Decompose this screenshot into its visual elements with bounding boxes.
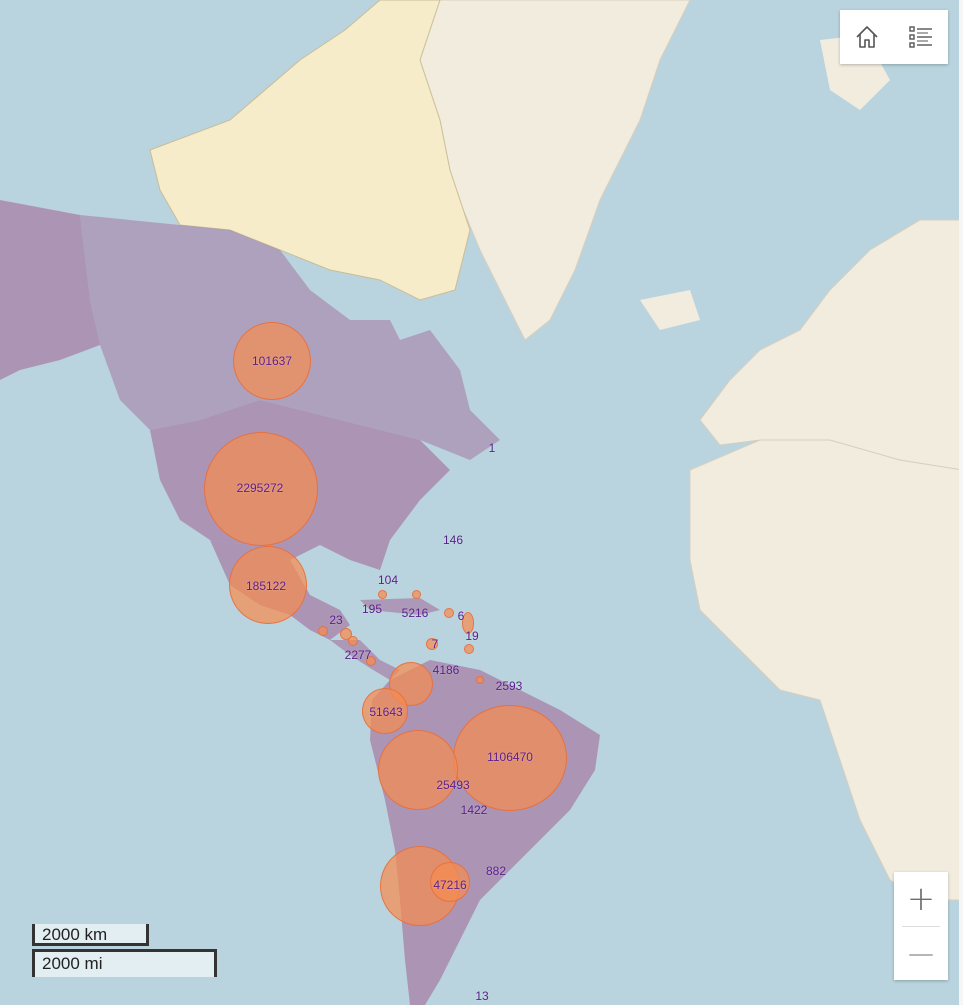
bubble-canada[interactable] bbox=[233, 322, 311, 400]
value-label: 4186 bbox=[432, 663, 460, 677]
legend-list-icon bbox=[909, 26, 932, 48]
value-label: 101637 bbox=[251, 354, 293, 368]
bubble-small[interactable] bbox=[366, 656, 376, 666]
value-label: 195 bbox=[361, 602, 383, 616]
value-label: 23 bbox=[329, 613, 343, 627]
bubble-small[interactable] bbox=[476, 676, 484, 684]
bubble-small[interactable] bbox=[444, 608, 454, 618]
zoom-divider bbox=[902, 926, 940, 927]
value-label: 5216 bbox=[401, 606, 429, 620]
bubble-small[interactable] bbox=[426, 638, 438, 650]
scale-mi-label: 2000 mi bbox=[32, 949, 217, 977]
bubble-small[interactable] bbox=[378, 590, 387, 599]
value-label: 13 bbox=[475, 989, 489, 1003]
bubble-small[interactable] bbox=[412, 590, 421, 599]
value-label: 2277 bbox=[344, 648, 372, 662]
bubble-ecuador[interactable] bbox=[362, 688, 408, 734]
value-label: 882 bbox=[485, 864, 507, 878]
bubble-usa[interactable] bbox=[204, 432, 318, 546]
value-label: 25493 bbox=[436, 778, 470, 792]
map-toolbar bbox=[840, 10, 948, 64]
bubble-small[interactable] bbox=[318, 626, 328, 636]
value-label: 47216 bbox=[433, 878, 467, 892]
value-label: 1422 bbox=[460, 803, 488, 817]
bubble-small[interactable] bbox=[348, 636, 358, 646]
value-label: 19 bbox=[465, 629, 479, 643]
bubble-peru[interactable] bbox=[378, 730, 458, 810]
bubble-argentina-small[interactable] bbox=[430, 862, 470, 902]
value-label: 51643 bbox=[369, 705, 403, 719]
zoom-out-button[interactable]: — bbox=[908, 939, 934, 969]
value-label: 2295272 bbox=[236, 481, 284, 495]
frame-edge bbox=[959, 0, 963, 1005]
legend-button[interactable] bbox=[894, 10, 948, 64]
home-button[interactable] bbox=[840, 10, 894, 64]
home-icon bbox=[856, 26, 878, 48]
bubble-mexico[interactable] bbox=[229, 546, 307, 624]
value-label: 6 bbox=[457, 609, 465, 623]
value-label: 1 bbox=[488, 441, 496, 455]
zoom-control: + — bbox=[894, 872, 948, 980]
value-label: 1106470 bbox=[487, 750, 533, 764]
value-label: 185122 bbox=[245, 579, 287, 593]
value-label: 146 bbox=[442, 533, 464, 547]
bubble-small[interactable] bbox=[462, 612, 474, 634]
zoom-in-button[interactable]: + bbox=[906, 879, 936, 919]
scale-km-label: 2000 km bbox=[32, 924, 149, 946]
value-label: 2593 bbox=[495, 679, 523, 693]
value-label: 7 bbox=[431, 637, 439, 651]
bubble-small[interactable] bbox=[464, 644, 474, 654]
value-label: 104 bbox=[377, 573, 399, 587]
